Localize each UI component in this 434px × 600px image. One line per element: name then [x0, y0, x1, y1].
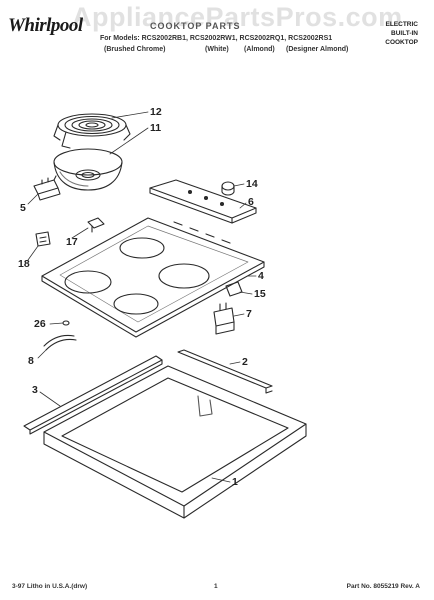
callout-1: 1	[232, 476, 238, 488]
cooktop-box	[44, 366, 306, 518]
variant-label-1: (Brushed Chrome)	[104, 46, 166, 53]
control-knob	[222, 182, 234, 195]
callout-2: 2	[242, 356, 248, 368]
mounting-bracket	[36, 232, 50, 246]
front-trim	[24, 356, 162, 434]
surface-element-coil	[54, 114, 130, 148]
footer-part-number: Part No. 8055219 Rev. A	[346, 582, 420, 590]
product-line-3: COOKTOP	[385, 39, 418, 46]
callout-14: 14	[246, 178, 258, 190]
cooktop-glass	[42, 218, 264, 337]
control-panel	[150, 180, 256, 223]
callout-15: 15	[254, 288, 266, 300]
switch-assembly	[214, 303, 234, 334]
variant-label-3: (Almond)	[244, 46, 275, 53]
drip-bowl	[54, 149, 122, 190]
page-title: COOKTOP PARTS	[150, 21, 241, 31]
terminal-block	[34, 176, 60, 200]
model-numbers: For Models: RCS2002RB1, RCS2002RW1, RCS2…	[100, 35, 333, 42]
callout-8: 8	[28, 355, 34, 367]
footer-litho: 3-97 Litho in U.S.A.(drw)	[12, 582, 88, 590]
wire-harness	[44, 321, 76, 350]
callout-18: 18	[18, 258, 30, 270]
brand-logo: Whirlpool	[8, 15, 83, 36]
callout-4: 4	[258, 270, 264, 282]
callout-17: 17	[66, 236, 78, 248]
variant-label-2: (White)	[205, 46, 229, 53]
leader-lines	[28, 112, 256, 482]
infinite-switch	[226, 282, 242, 296]
callout-6: 6	[248, 196, 254, 208]
footer-page-number: 1	[214, 582, 218, 590]
callout-7: 7	[246, 308, 252, 320]
variant-label-4: (Designer Almond)	[286, 46, 349, 53]
product-line-2: BUILT-IN	[391, 30, 418, 37]
callout-5: 5	[20, 202, 26, 214]
callout-11: 11	[150, 122, 162, 134]
trim-strip	[178, 350, 272, 393]
callout-26: 26	[34, 318, 46, 330]
callout-3: 3	[32, 384, 38, 396]
mounting-clip	[88, 218, 104, 232]
product-line-1: ELECTRIC	[385, 21, 419, 28]
callout-12: 12	[150, 106, 162, 118]
watermark-text: AppliancePartsPros.com	[72, 2, 403, 32]
